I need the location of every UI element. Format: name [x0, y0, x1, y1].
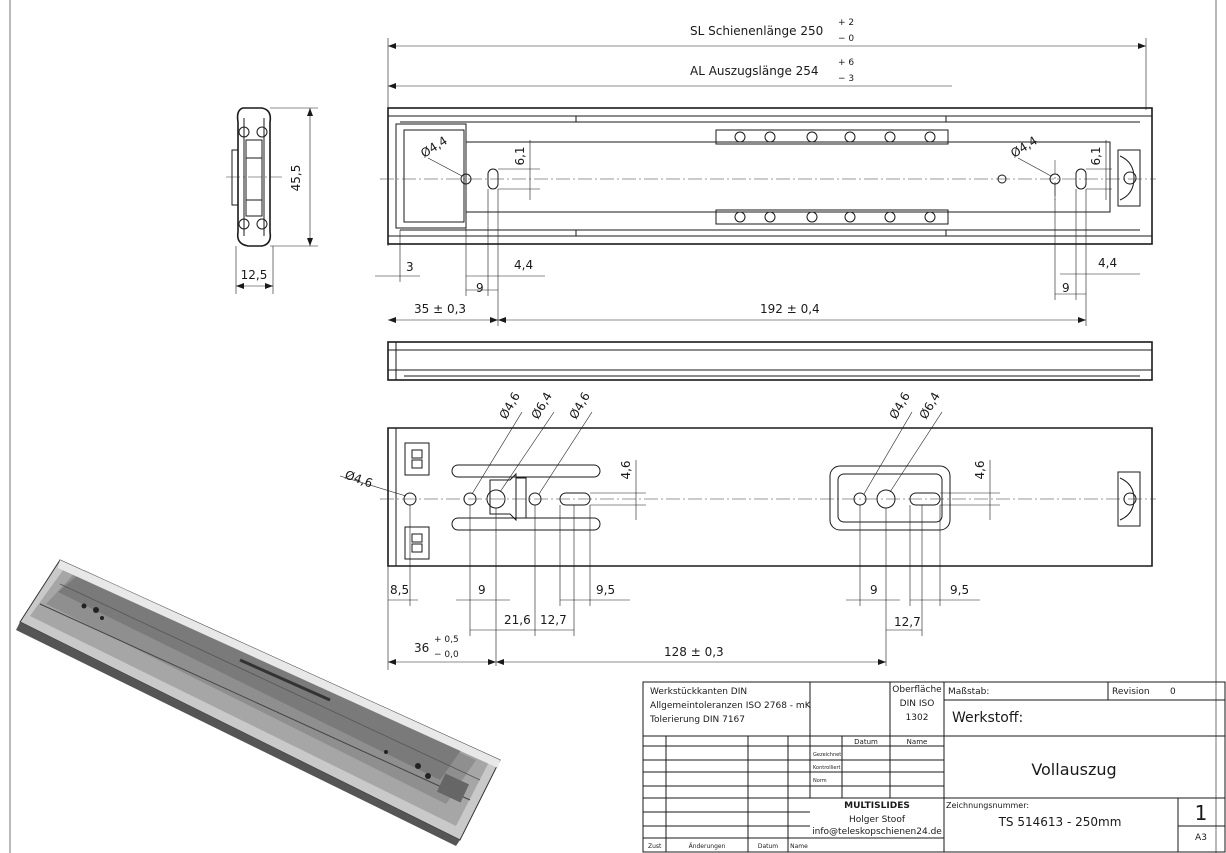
col-changes: Änderungen	[689, 843, 726, 850]
drawing-number: TS 514613 - 250mm	[998, 815, 1122, 829]
top-view-rail	[375, 38, 1156, 326]
surface-label: Oberfläche	[892, 685, 942, 695]
drawing-number-label: Zeichnungsnummer:	[946, 801, 1029, 810]
top-slot-width-left: 4,4	[514, 258, 533, 272]
bottom-first-hole-tol-plus: + 0,5	[434, 635, 459, 645]
bottom-slot-len-left: 9,5	[596, 583, 615, 597]
bottom-slot-height-left: 4,6	[619, 460, 633, 479]
title-block-lines	[642, 681, 1226, 853]
col-date: Datum	[758, 843, 778, 850]
surface-std-1: DIN ISO	[900, 699, 935, 709]
row-drawn: Gezeichnet	[813, 752, 841, 758]
top-slot-height-left: 6,1	[513, 146, 527, 165]
surface-std-2: 1302	[906, 713, 929, 723]
material-label: Werkstoff:	[952, 710, 1023, 726]
extension-length-tol-minus: − 3	[838, 74, 854, 84]
top-hole-dia-left: Ø4,4	[418, 134, 450, 161]
sheet-number: 1	[1195, 801, 1208, 825]
contact-email: info@teleskopschienen24.de	[812, 827, 942, 837]
top-hole-dia-right: Ø4,4	[1008, 134, 1040, 161]
person-name: Holger Stoof	[849, 815, 906, 825]
date-header: Datum	[854, 738, 878, 746]
top-first-hole-dim: 35 ± 0,3	[414, 302, 466, 316]
side-view-rail	[387, 341, 1153, 381]
col-zust: Zust	[648, 843, 662, 850]
company-name: MULTISLIDES	[844, 801, 910, 811]
height-dim: 45,5	[289, 165, 303, 192]
bottom-spacing-12-7-right: 12,7	[894, 615, 921, 629]
bottom-slot-height-right: 4,6	[973, 460, 987, 479]
rail-length-tol-minus: − 0	[838, 34, 854, 44]
rail-length-dim: SL Schienenlänge 250	[690, 24, 823, 38]
extension-length-tol-plus: + 6	[838, 58, 854, 68]
revision-value: 0	[1170, 687, 1176, 697]
extension-length-dim: AL Auszugslänge 254	[690, 64, 819, 78]
isometric-render	[16, 559, 501, 846]
top-spacing-9-left: 9	[476, 281, 484, 295]
bottom-spacing-12-7-left: 12,7	[540, 613, 567, 627]
bottom-hole-dia-end: Ø4,6	[343, 468, 375, 491]
bottom-view-rail	[339, 411, 1156, 670]
scale-label: Maßstab:	[948, 687, 989, 697]
title-note-3: Tolerierung DIN 7167	[649, 715, 745, 725]
bottom-spacing-9-right: 9	[870, 583, 878, 597]
name-header: Name	[907, 738, 928, 746]
top-spacing-9-right: 9	[1062, 281, 1070, 295]
row-checked: Kontrolliert	[813, 765, 841, 771]
bottom-slot-len-right: 9,5	[950, 583, 969, 597]
rail-length-tol-plus: + 2	[838, 18, 854, 28]
sheet-format: A3	[1195, 833, 1207, 843]
bottom-end-offset: 8,5	[390, 583, 409, 597]
top-hole-pitch-dim: 192 ± 0,4	[760, 302, 820, 316]
title-note-1: Werkstückkanten DIN	[650, 687, 747, 697]
drawing-title: Vollauszug	[1031, 760, 1116, 779]
bottom-hole-pitch-dim: 128 ± 0,3	[664, 645, 724, 659]
top-slot-height-right: 6,1	[1089, 146, 1103, 165]
bottom-spacing-21-6: 21,6	[504, 613, 531, 627]
top-offset-3: 3	[406, 260, 414, 274]
width-dim: 12,5	[241, 268, 268, 282]
cross-section-view	[226, 107, 318, 294]
col-name: Name	[790, 843, 808, 850]
row-norm: Norm	[813, 778, 827, 784]
top-slot-width-right: 4,4	[1098, 256, 1117, 270]
bottom-spacing-9-left: 9	[478, 583, 486, 597]
revision-label: Revision	[1112, 687, 1150, 697]
bottom-first-hole-value: 36	[414, 641, 429, 655]
title-note-2: Allgemeintoleranzen ISO 2768 - mK	[650, 701, 812, 711]
bottom-first-hole-tol-minus: − 0,0	[434, 650, 459, 660]
